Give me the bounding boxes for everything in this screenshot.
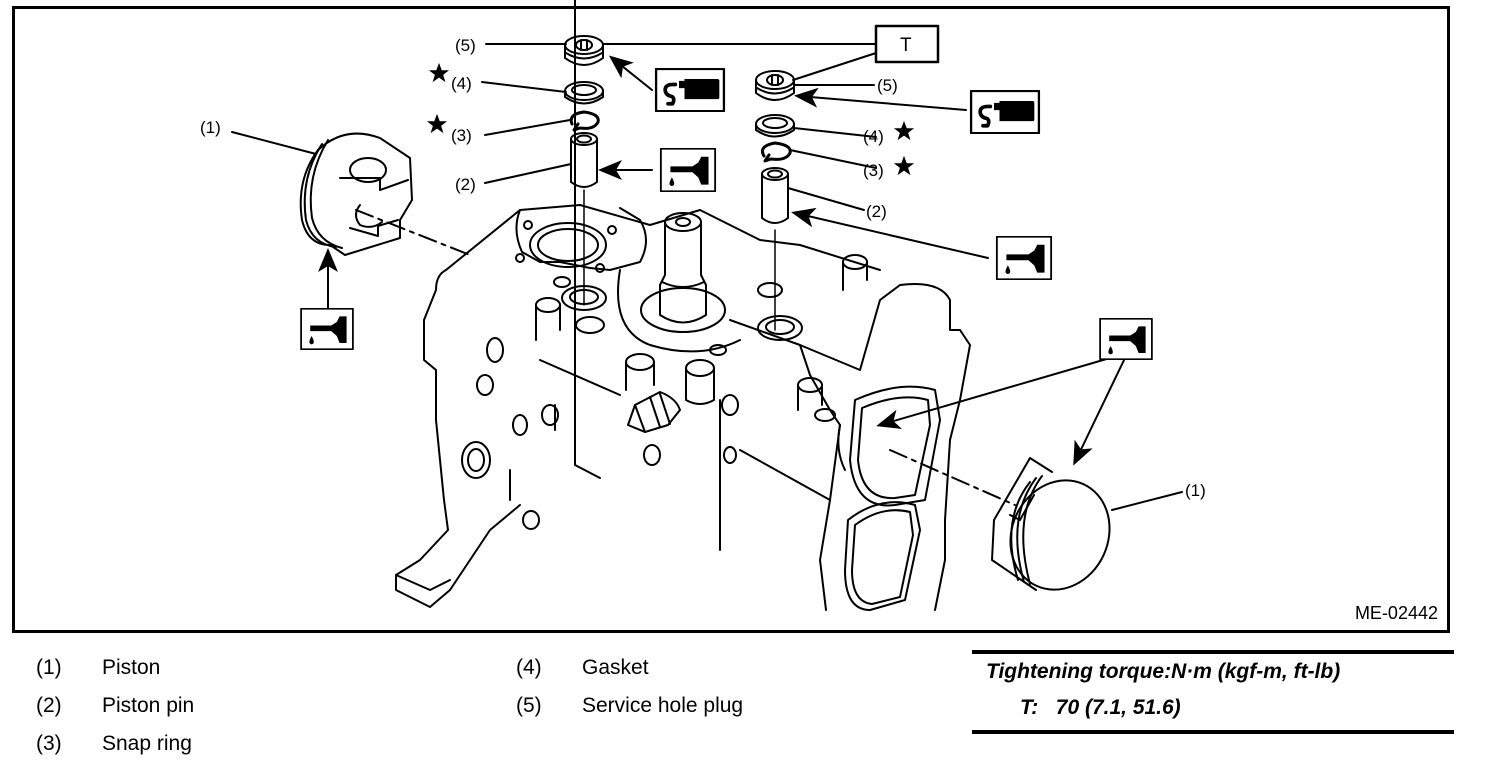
cylinder-block — [395, 0, 971, 611]
right-piston-pin — [761, 167, 789, 331]
torque-callout-label: T — [900, 35, 912, 56]
torque-spec-table: Tightening torque:N·m (kgf-m, ft-lb) T: … — [972, 650, 1454, 734]
legend-number: (5) — [516, 694, 542, 717]
callout-left-plug: (5) — [455, 36, 476, 55]
exploded-diagram: (5) (4) (3) (2) (5) (4) (3) (2) (1) (1) … — [12, 0, 1450, 633]
star-icon — [893, 155, 915, 177]
legend-label: Service hole plug — [582, 694, 744, 717]
callout-right-gasket: (4) — [863, 127, 884, 146]
left-snap-ring — [569, 110, 600, 132]
diagram-frame — [12, 6, 1450, 633]
right-piston — [889, 449, 1111, 591]
legend-label: Piston pin — [102, 694, 195, 717]
star-icon — [428, 62, 450, 84]
callout-left-pin: (2) — [455, 175, 476, 194]
star-icon — [893, 120, 915, 142]
sealant-bottle-icon — [969, 90, 1041, 134]
torque-callout-box — [874, 24, 940, 64]
callout-right-pin: (2) — [866, 202, 887, 221]
legend-number: (3) — [36, 732, 62, 755]
oil-can-icon — [995, 236, 1053, 280]
callout-right-plug: (5) — [877, 76, 898, 95]
left-service-hole-plug — [564, 35, 604, 66]
diagram-artwork: (5) (4) (3) (2) (5) (4) (3) (2) (1) (1) … — [200, 0, 1206, 611]
right-service-hole-plug — [755, 70, 795, 101]
legend-number: (2) — [36, 694, 62, 717]
oil-can-icon — [299, 308, 355, 350]
torque-spec-title: Tightening torque:N·m (kgf-m, ft-lb) — [986, 660, 1341, 683]
left-piston — [299, 132, 471, 256]
left-gasket — [564, 81, 604, 105]
figure-id: ME-02442 — [1354, 603, 1438, 623]
right-gasket — [755, 114, 795, 138]
callout-left-piston: (1) — [200, 118, 221, 137]
right-snap-ring — [760, 141, 792, 163]
callout-right-piston: (1) — [1185, 481, 1206, 500]
legend-number: (4) — [516, 656, 542, 679]
callout-left-gasket: (4) — [451, 74, 472, 93]
callout-right-snap-ring: (3) — [863, 161, 884, 180]
arrows — [318, 55, 1126, 466]
torque-spec-value: T: 70 (7.1, 51.6) — [1020, 696, 1181, 719]
legend-label: Piston — [102, 656, 161, 679]
star-icon — [426, 113, 448, 135]
leader-lines — [231, 43, 1183, 511]
sealant-bottle-icon — [654, 68, 726, 112]
legend-number: (1) — [36, 656, 62, 679]
oil-can-icon — [1098, 318, 1154, 360]
oil-can-icon — [659, 148, 717, 192]
legend-label: Gasket — [582, 656, 649, 679]
callout-left-snap-ring: (3) — [451, 126, 472, 145]
legend-label: Snap ring — [102, 732, 192, 755]
